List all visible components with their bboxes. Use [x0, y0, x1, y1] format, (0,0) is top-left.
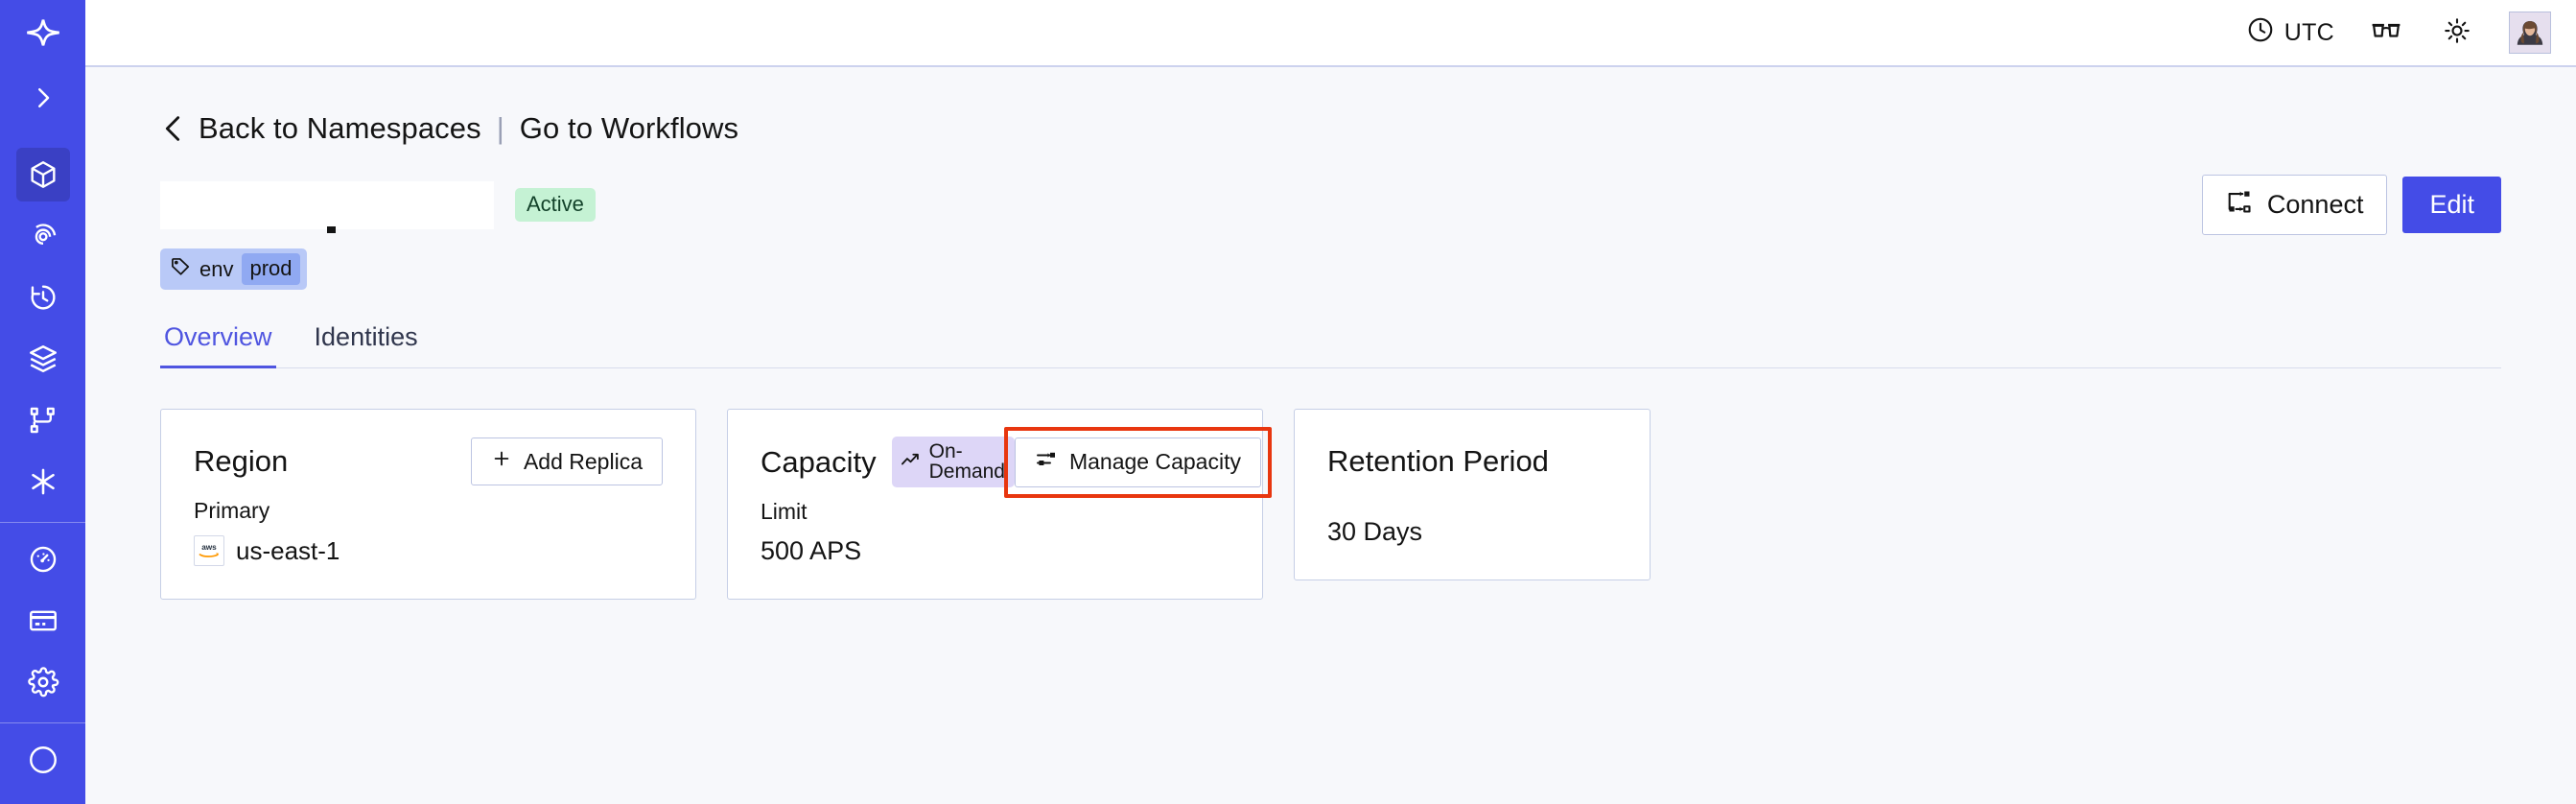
overview-cards: Region Add Replica — [160, 409, 2501, 600]
left-sidebar — [0, 0, 85, 804]
sidebar-item-workflows[interactable] — [16, 393, 70, 447]
trending-up-icon — [901, 450, 922, 473]
tab-bar: Overview Identities — [160, 322, 2501, 368]
region-primary-label: Primary — [194, 498, 270, 523]
capacity-card-title: Capacity — [761, 444, 877, 479]
sidebar-divider-2 — [0, 722, 85, 723]
clock-rewind-icon — [27, 281, 59, 314]
sun-icon — [2443, 16, 2471, 50]
timezone-selector[interactable]: UTC — [2246, 15, 2334, 51]
sidebar-item-namespaces[interactable] — [15, 148, 70, 201]
connect-nodes-icon — [2226, 188, 2253, 222]
sidebar-item-help[interactable] — [16, 733, 70, 787]
page-title — [160, 180, 494, 233]
layers-icon — [27, 343, 59, 375]
capacity-mode-badge: On-Demand — [891, 437, 1015, 487]
capacity-card-header: Capacity On-Demand — [761, 426, 1272, 498]
retention-value: 30 Days — [1327, 517, 1423, 546]
sliders-icon — [1035, 448, 1058, 477]
go-to-workflows-link[interactable]: Go to Workflows — [519, 111, 739, 145]
tab-overview[interactable]: Overview — [160, 322, 276, 368]
timezone-label: UTC — [2283, 18, 2334, 46]
temporal-star-logo-icon — [24, 13, 62, 52]
top-bar: UTC — [85, 0, 2576, 67]
plus-icon — [491, 448, 512, 475]
svg-text:aws: aws — [201, 543, 217, 552]
sidebar-item-schedules[interactable] — [16, 209, 70, 263]
docs-button[interactable] — [2367, 13, 2405, 52]
aws-logo-icon: aws — [194, 535, 224, 566]
top-bar-actions: UTC — [2246, 12, 2551, 54]
chevron-right-icon — [29, 83, 58, 112]
region-card-header: Region Add Replica — [194, 437, 663, 486]
edit-button[interactable]: Edit — [2402, 177, 2501, 233]
sidebar-item-billing[interactable] — [16, 594, 70, 648]
namespace-header: Active — [160, 175, 2501, 235]
capacity-mode-label: On-Demand — [928, 440, 1005, 483]
manage-capacity-label: Manage Capacity — [1068, 449, 1241, 474]
capacity-limit-label: Limit — [761, 499, 808, 524]
sidebar-divider-1 — [0, 522, 85, 523]
region-card-action: Add Replica — [470, 437, 663, 485]
retention-card: Retention Period 30 Days — [1294, 409, 1651, 580]
sidebar-expand-button[interactable] — [0, 65, 85, 130]
manage-capacity-button[interactable]: Manage Capacity — [1014, 437, 1261, 487]
main-pane: UTC — [85, 0, 2576, 804]
retention-card-header: Retention Period — [1327, 437, 1617, 486]
glasses-icon — [2370, 16, 2402, 50]
back-to-namespaces-link[interactable]: Back to Namespaces — [199, 111, 481, 145]
tag-chip-env[interactable]: env prod — [160, 248, 307, 290]
sidebar-item-usage[interactable] — [16, 532, 70, 586]
add-replica-button[interactable]: Add Replica — [470, 437, 663, 485]
app-logo[interactable] — [0, 0, 85, 65]
help-circle-icon — [27, 744, 59, 776]
tag-key: env — [199, 256, 234, 281]
tag-icon — [170, 256, 191, 282]
status-badge: Active — [515, 188, 596, 222]
chevron-left-icon[interactable] — [160, 112, 185, 145]
git-branch-icon — [27, 404, 59, 437]
region-card: Region Add Replica — [160, 409, 696, 600]
tab-identities[interactable]: Identities — [314, 322, 418, 351]
asterisk-icon — [27, 465, 59, 498]
capacity-limit-value: 500 APS — [761, 536, 862, 565]
region-primary-value: us-east-1 — [236, 535, 340, 565]
avatar[interactable] — [2509, 12, 2551, 54]
breadcrumb: Back to Namespaces | Go to Workflows — [160, 111, 2501, 146]
header-actions: Connect Edit — [2201, 175, 2501, 235]
region-primary-value-row: aws us-east-1 — [194, 535, 663, 566]
spiral-target-icon — [27, 220, 59, 252]
gear-icon — [27, 666, 59, 698]
breadcrumb-separator: | — [496, 111, 504, 145]
gauge-icon — [27, 543, 59, 576]
clock-icon — [2246, 15, 2275, 51]
namespace-tags: env prod — [160, 248, 2501, 290]
tag-value: prod — [242, 253, 300, 285]
connect-button-label: Connect — [2266, 190, 2364, 219]
capacity-card: Capacity On-Demand — [727, 409, 1272, 600]
region-card-title: Region — [194, 444, 289, 478]
sidebar-item-history[interactable] — [16, 271, 70, 324]
credit-card-icon — [27, 604, 59, 637]
capacity-card-action: Manage Capacity — [1003, 426, 1272, 498]
sidebar-item-settings[interactable] — [16, 655, 70, 709]
sidebar-item-nexus[interactable] — [16, 455, 70, 508]
main-content: Back to Namespaces | Go to Workflows Act… — [85, 67, 2576, 804]
cube-icon — [27, 158, 59, 191]
sidebar-item-batch-operations[interactable] — [16, 332, 70, 386]
theme-toggle-button[interactable] — [2438, 13, 2476, 52]
connect-button[interactable]: Connect — [2201, 175, 2388, 235]
add-replica-label: Add Replica — [523, 448, 643, 474]
retention-card-title: Retention Period — [1327, 444, 1549, 478]
